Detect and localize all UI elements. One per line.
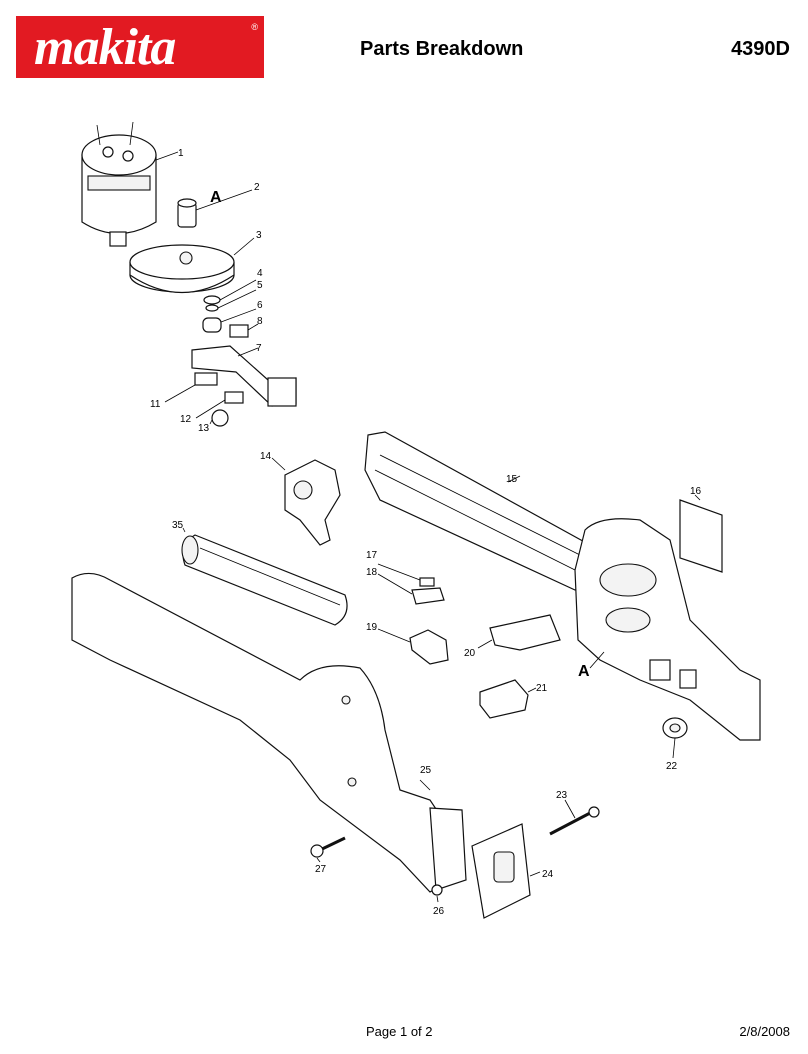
ref-marker-a: A bbox=[210, 189, 222, 206]
part-7-arm bbox=[191, 345, 297, 407]
part-number: 23 bbox=[556, 790, 568, 801]
part-number: 5 bbox=[257, 280, 263, 291]
part-number: 18 bbox=[366, 567, 378, 578]
part-number: 8 bbox=[257, 316, 263, 327]
part-1-motor bbox=[81, 121, 179, 247]
part-number: 27 bbox=[315, 864, 327, 875]
part-number: 1 bbox=[178, 148, 184, 159]
part-number: 12 bbox=[180, 414, 192, 425]
part-2-pin bbox=[177, 189, 253, 228]
part-24-cover bbox=[471, 823, 541, 919]
registered-mark: ® bbox=[251, 22, 258, 32]
housing-right-half bbox=[574, 518, 761, 741]
part-14-bracket bbox=[271, 457, 341, 546]
part-number: 14 bbox=[260, 451, 272, 462]
page-title: Parts Breakdown bbox=[360, 38, 524, 60]
part-number: 11 bbox=[150, 399, 161, 410]
part-number: 25 bbox=[420, 765, 432, 776]
part-number: 3 bbox=[256, 230, 262, 241]
part-number: 19 bbox=[366, 622, 378, 633]
logo-wordmark: makita bbox=[34, 19, 176, 76]
part-number: 26 bbox=[433, 906, 445, 917]
part-number: 16 bbox=[690, 486, 702, 497]
part-number: 2 bbox=[254, 182, 260, 193]
part-3-gear bbox=[129, 237, 255, 293]
part-25-housing-left bbox=[71, 572, 467, 893]
part-27-screw bbox=[310, 836, 346, 863]
part-number: 6 bbox=[257, 300, 263, 311]
parts-17-20-switch bbox=[377, 563, 561, 665]
part-number: 13 bbox=[198, 423, 210, 434]
part-number: 15 bbox=[506, 474, 518, 485]
part-number: 21 bbox=[536, 683, 548, 694]
page-indicator: Page 1 of 2 bbox=[366, 1024, 433, 1039]
model-number: 4390D bbox=[731, 38, 790, 60]
part-35-tube bbox=[181, 527, 348, 626]
part-number: 7 bbox=[256, 343, 262, 354]
part-23-screw bbox=[549, 799, 600, 836]
part-21-switch bbox=[479, 679, 537, 719]
makita-logo: makita ® bbox=[16, 16, 264, 78]
ref-marker-a: A bbox=[578, 663, 590, 680]
part-number: 20 bbox=[464, 648, 476, 659]
parts-4-5-6-8-washers bbox=[202, 279, 259, 338]
part-16-label bbox=[679, 494, 723, 573]
part-15-housing-upper bbox=[364, 431, 611, 591]
part-26-ring bbox=[431, 884, 443, 903]
part-number: 24 bbox=[542, 869, 554, 880]
part-22-grommet bbox=[662, 717, 688, 759]
part-number: 35 bbox=[172, 520, 184, 531]
part-number: 4 bbox=[257, 268, 263, 279]
parts-11-12-13 bbox=[164, 372, 244, 427]
document-date: 2/8/2008 bbox=[739, 1024, 790, 1039]
part-number: 22 bbox=[666, 761, 678, 772]
part-number: 17 bbox=[366, 550, 378, 561]
